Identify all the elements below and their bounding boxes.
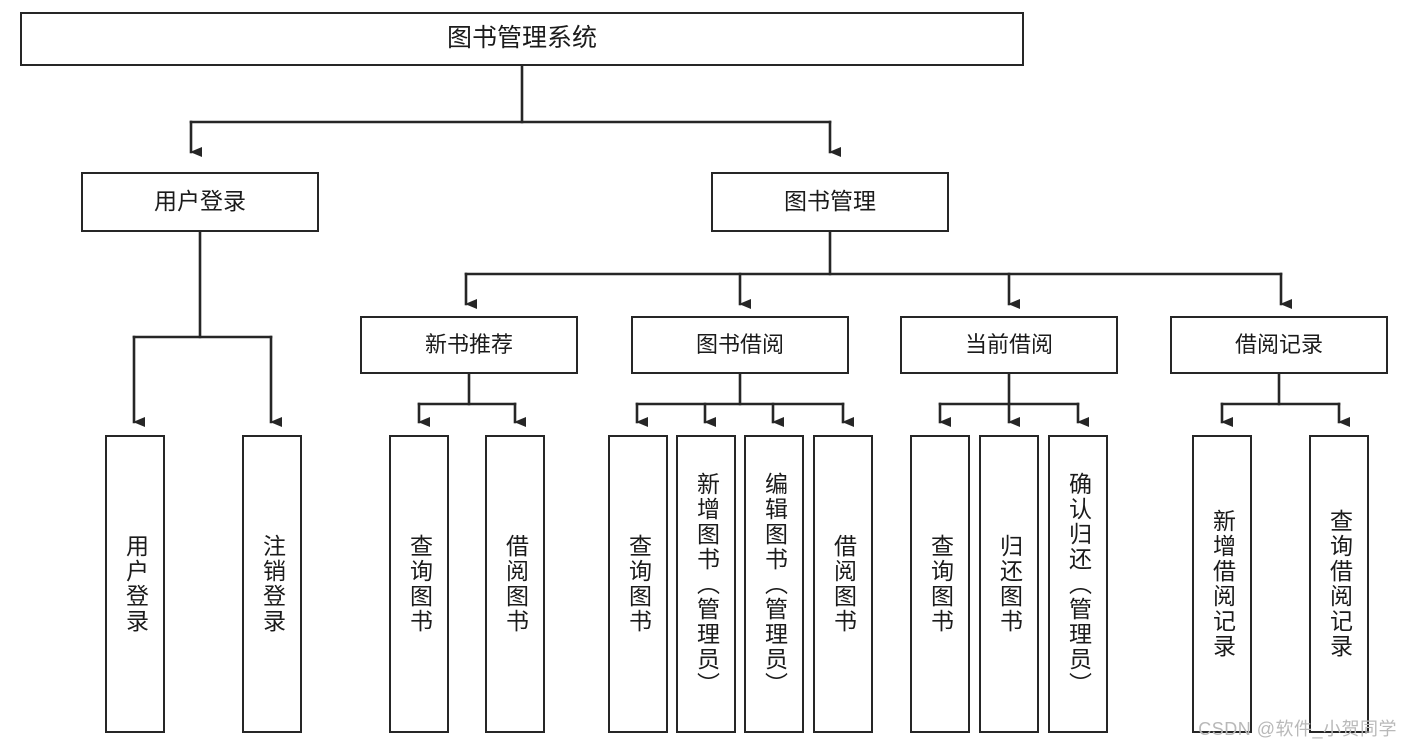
node-current-borrow-label: 当前借阅 bbox=[964, 332, 1053, 358]
leaf-label: 归还图书 bbox=[996, 534, 1023, 634]
leaf-label: 查询借阅记录 bbox=[1326, 509, 1353, 659]
leaf-borrow-borrow-book[interactable]: 借阅图书 bbox=[813, 435, 873, 733]
leaf-label: 借阅图书 bbox=[502, 534, 529, 634]
leaf-label: 查询图书 bbox=[927, 534, 954, 634]
leaf-current-return-book[interactable]: 归还图书 bbox=[979, 435, 1039, 733]
leaf-label: 编辑图书（管理员） bbox=[761, 471, 788, 697]
leaf-label: 借阅图书 bbox=[830, 534, 857, 634]
leaf-borrow-query-book[interactable]: 查询图书 bbox=[608, 435, 668, 733]
node-root-label: 图书管理系统 bbox=[446, 24, 597, 53]
node-book-borrow-label: 图书借阅 bbox=[695, 332, 784, 358]
leaf-label: 查询图书 bbox=[406, 534, 433, 634]
leaf-label: 注销登录 bbox=[259, 534, 286, 634]
node-book-management[interactable]: 图书管理 bbox=[711, 172, 949, 232]
leaf-current-confirm-return-admin[interactable]: 确认归还（管理员） bbox=[1048, 435, 1108, 733]
node-root[interactable]: 图书管理系统 bbox=[20, 12, 1024, 66]
leaf-borrow-edit-book-admin[interactable]: 编辑图书（管理员） bbox=[744, 435, 804, 733]
leaf-new-book-borrow[interactable]: 借阅图书 bbox=[485, 435, 545, 733]
node-user-login-label: 用户登录 bbox=[154, 188, 246, 215]
leaf-user-login-login[interactable]: 用户登录 bbox=[105, 435, 165, 733]
leaf-user-login-logout[interactable]: 注销登录 bbox=[242, 435, 302, 733]
node-current-borrow[interactable]: 当前借阅 bbox=[900, 316, 1118, 374]
leaf-records-add-record[interactable]: 新增借阅记录 bbox=[1192, 435, 1252, 733]
node-book-management-label: 图书管理 bbox=[784, 188, 876, 215]
node-borrow-records-label: 借阅记录 bbox=[1234, 332, 1323, 358]
leaf-records-query-record[interactable]: 查询借阅记录 bbox=[1309, 435, 1369, 733]
node-book-borrow[interactable]: 图书借阅 bbox=[631, 316, 849, 374]
node-new-book-recommend-label: 新书推荐 bbox=[424, 332, 513, 358]
watermark-text: CSDN @软件_小贺同学 bbox=[1198, 719, 1397, 739]
leaf-label: 新增借阅记录 bbox=[1209, 509, 1236, 659]
leaf-label: 用户登录 bbox=[122, 534, 149, 634]
leaf-new-book-query[interactable]: 查询图书 bbox=[389, 435, 449, 733]
node-borrow-records[interactable]: 借阅记录 bbox=[1170, 316, 1388, 374]
node-user-login[interactable]: 用户登录 bbox=[81, 172, 319, 232]
leaf-current-query-book[interactable]: 查询图书 bbox=[910, 435, 970, 733]
node-new-book-recommend[interactable]: 新书推荐 bbox=[360, 316, 578, 374]
leaf-label: 确认归还（管理员） bbox=[1065, 471, 1092, 697]
leaf-label: 查询图书 bbox=[625, 534, 652, 634]
leaf-borrow-add-book-admin[interactable]: 新增图书（管理员） bbox=[676, 435, 736, 733]
leaf-label: 新增图书（管理员） bbox=[693, 471, 720, 697]
